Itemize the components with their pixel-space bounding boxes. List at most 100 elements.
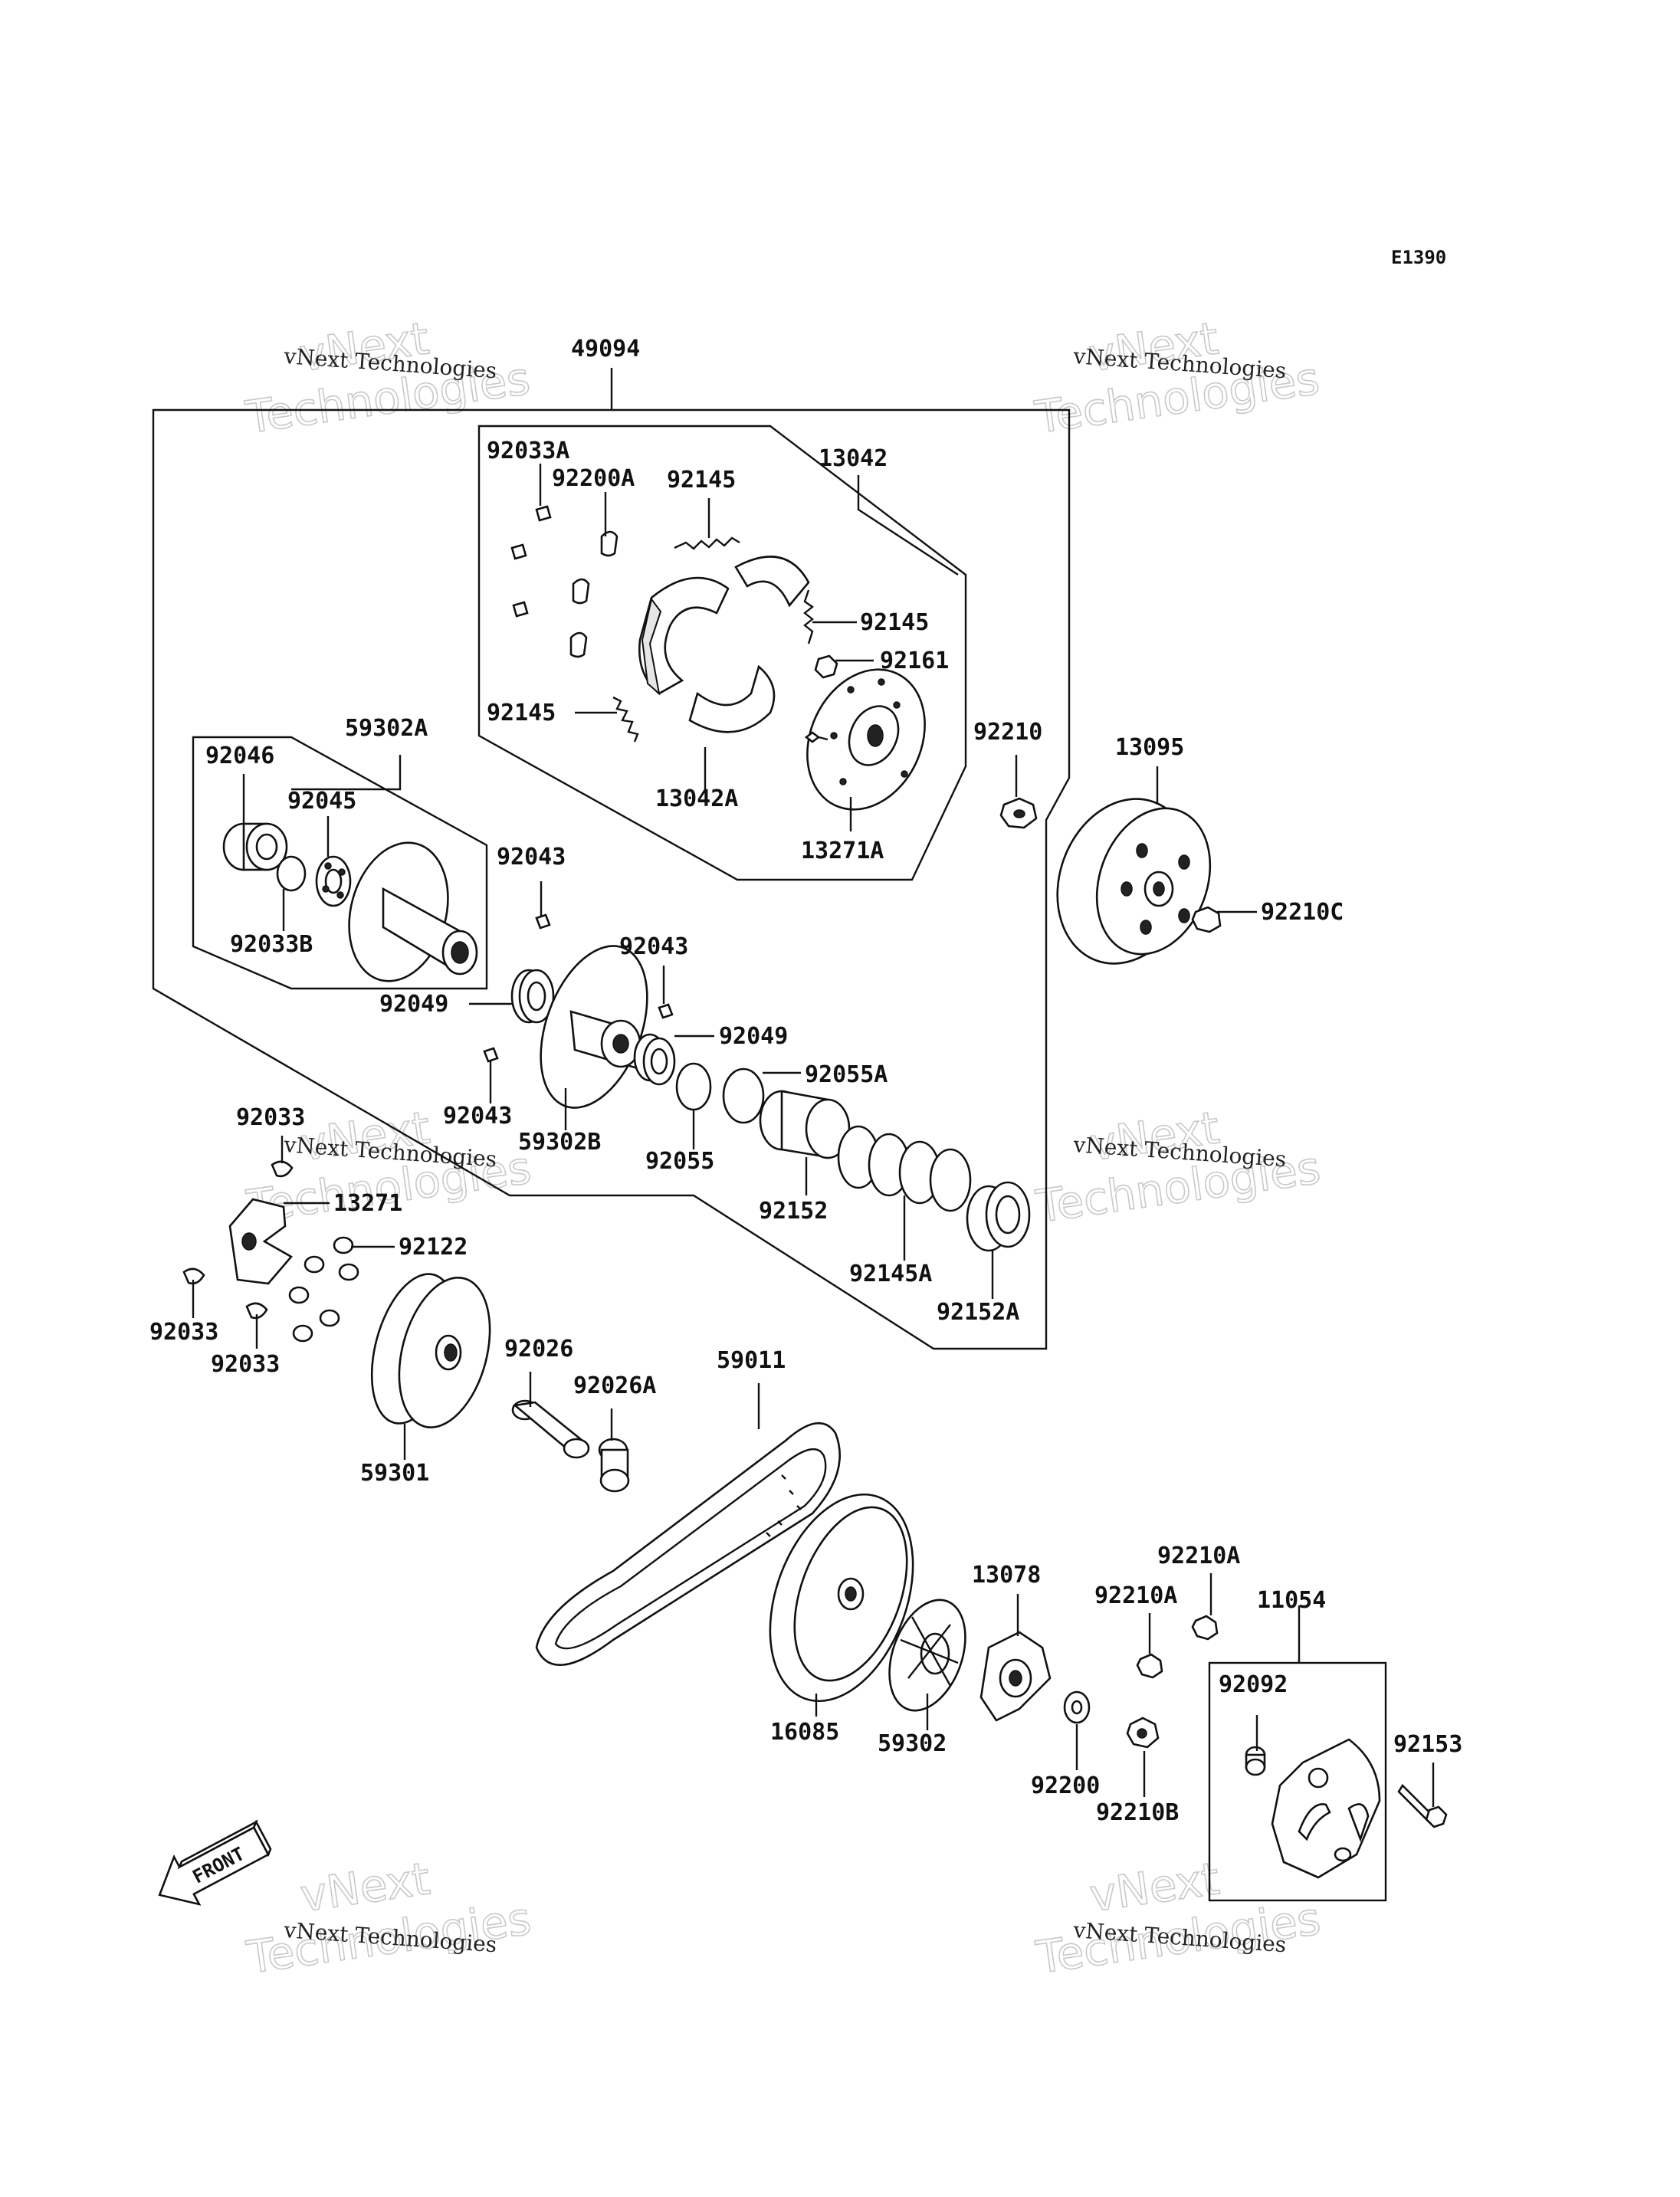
label-92043-b: 92043: [619, 933, 688, 960]
label-92043-a: 92043: [497, 844, 566, 871]
clip-92033-left: [182, 1267, 205, 1285]
drive-belt-59011: [535, 1421, 841, 1666]
label-49094: 49094: [571, 336, 640, 362]
clip-92033-top: [271, 1160, 294, 1178]
bearing-92045: [315, 855, 352, 907]
watermark-bottom-right: vNext Technologies: [1032, 1851, 1324, 1984]
label-92043-c: 92043: [443, 1103, 512, 1130]
label-92153: 92153: [1393, 1731, 1462, 1758]
label-92049-a: 92049: [379, 991, 448, 1018]
label-11054: 11054: [1257, 1587, 1326, 1614]
driven-face-59302A: [348, 841, 478, 982]
nut-92210C: [1191, 906, 1222, 933]
nut-92210A-top: [1191, 1615, 1219, 1641]
outline-59302A: [192, 736, 488, 990]
front-direction-arrow: FRONT: [158, 1819, 272, 1906]
o-ring-92055A: [722, 1067, 765, 1124]
label-59302: 59302: [878, 1730, 947, 1757]
clutch-housing-13095: [1056, 798, 1212, 965]
watermark-bottom-left: vNext Technologies: [243, 1851, 535, 1984]
label-13271A: 13271A: [801, 838, 884, 864]
label-92033A: 92033A: [487, 438, 569, 464]
label-92026: 92026: [504, 1336, 573, 1362]
oil-seal-92049-b: [633, 1033, 676, 1086]
outline-49094: [152, 408, 1071, 1350]
label-92045: 92045: [287, 788, 356, 815]
spring-92145-left: [612, 696, 639, 743]
driven-face-59302: [888, 1599, 966, 1712]
label-92210A-mid: 92210A: [1094, 1582, 1177, 1609]
rollers-92122: [288, 1236, 359, 1343]
label-92092: 92092: [1219, 1671, 1288, 1698]
label-92210: 92210: [973, 719, 1042, 746]
collar-92026A: [598, 1438, 630, 1493]
label-92033-top: 92033: [236, 1104, 305, 1131]
label-92033-bottom: 92033: [211, 1351, 280, 1378]
label-92033B: 92033B: [230, 931, 313, 958]
collar-92026: [511, 1399, 590, 1459]
nut-92210B: [1126, 1717, 1160, 1749]
washer-92200: [1063, 1690, 1091, 1724]
leader-lines: [192, 368, 1435, 1807]
label-59011: 59011: [717, 1347, 786, 1374]
outline-11054: [1208, 1661, 1387, 1902]
label-92145-mid: 92145: [860, 609, 929, 636]
bolt-92153: [1397, 1783, 1448, 1828]
label-92145-top: 92145: [667, 467, 736, 494]
outline-13042: [477, 425, 967, 881]
label-92161: 92161: [880, 648, 949, 674]
label-92055A: 92055A: [805, 1061, 888, 1088]
label-13271: 13271: [333, 1190, 402, 1217]
nut-92161: [814, 654, 838, 679]
pins-92033A: [510, 505, 552, 618]
spring-92145-top: [674, 536, 740, 550]
label-92049-b: 92049: [719, 1023, 788, 1050]
nut-92210: [999, 797, 1038, 829]
nut-92210A-mid: [1136, 1653, 1163, 1679]
label-92145A: 92145A: [849, 1261, 932, 1287]
pin-92043-a: [535, 913, 551, 930]
label-16085: 16085: [770, 1719, 839, 1746]
weights-92200A: [569, 530, 619, 658]
ramp-plate-13271: [228, 1198, 294, 1285]
diagram-code: E1390: [1391, 247, 1446, 268]
label-92152: 92152: [759, 1198, 828, 1225]
oil-seal-92049-a: [510, 969, 555, 1024]
bracket-11054: [1271, 1738, 1381, 1879]
clutch-shoe-13042: [638, 556, 810, 733]
label-92200: 92200: [1031, 1772, 1100, 1799]
clip-92033-bottom: [245, 1302, 268, 1320]
label-92055: 92055: [645, 1148, 714, 1175]
flange-13078: [979, 1631, 1052, 1722]
spring-92145A: [837, 1125, 972, 1212]
label-59301: 59301: [360, 1460, 429, 1487]
collar-92092: [1245, 1746, 1266, 1776]
movable-drive-face-59301: [370, 1273, 491, 1428]
collar-92152: [759, 1090, 851, 1159]
label-92200A: 92200A: [552, 465, 635, 492]
label-92210C: 92210C: [1261, 899, 1344, 926]
pin-92043-c: [483, 1047, 499, 1063]
drive-face-16085: [769, 1493, 914, 1703]
label-92033-left: 92033: [149, 1319, 218, 1346]
label-92210A-top: 92210A: [1157, 1543, 1240, 1569]
label-59302B: 59302B: [518, 1129, 601, 1156]
label-13078: 13078: [972, 1562, 1041, 1589]
circlip-92033B: [276, 855, 307, 892]
label-13042A: 13042A: [655, 785, 738, 812]
label-92122: 92122: [399, 1234, 468, 1261]
label-13095: 13095: [1115, 734, 1184, 761]
label-59302A: 59302A: [345, 715, 428, 742]
spring-92145-mid: [803, 589, 815, 644]
pin-92043-b: [658, 1003, 674, 1019]
label-92152A: 92152A: [937, 1299, 1019, 1326]
label-92026A: 92026A: [573, 1372, 656, 1399]
drive-plate-13271A: [804, 668, 926, 811]
driven-face-59302B: [540, 945, 648, 1109]
o-ring-92055: [675, 1062, 712, 1111]
collar-92152A: [966, 1181, 1031, 1252]
label-92046: 92046: [205, 743, 274, 769]
label-13042: 13042: [819, 445, 888, 472]
label-92145-left: 92145: [487, 700, 556, 726]
